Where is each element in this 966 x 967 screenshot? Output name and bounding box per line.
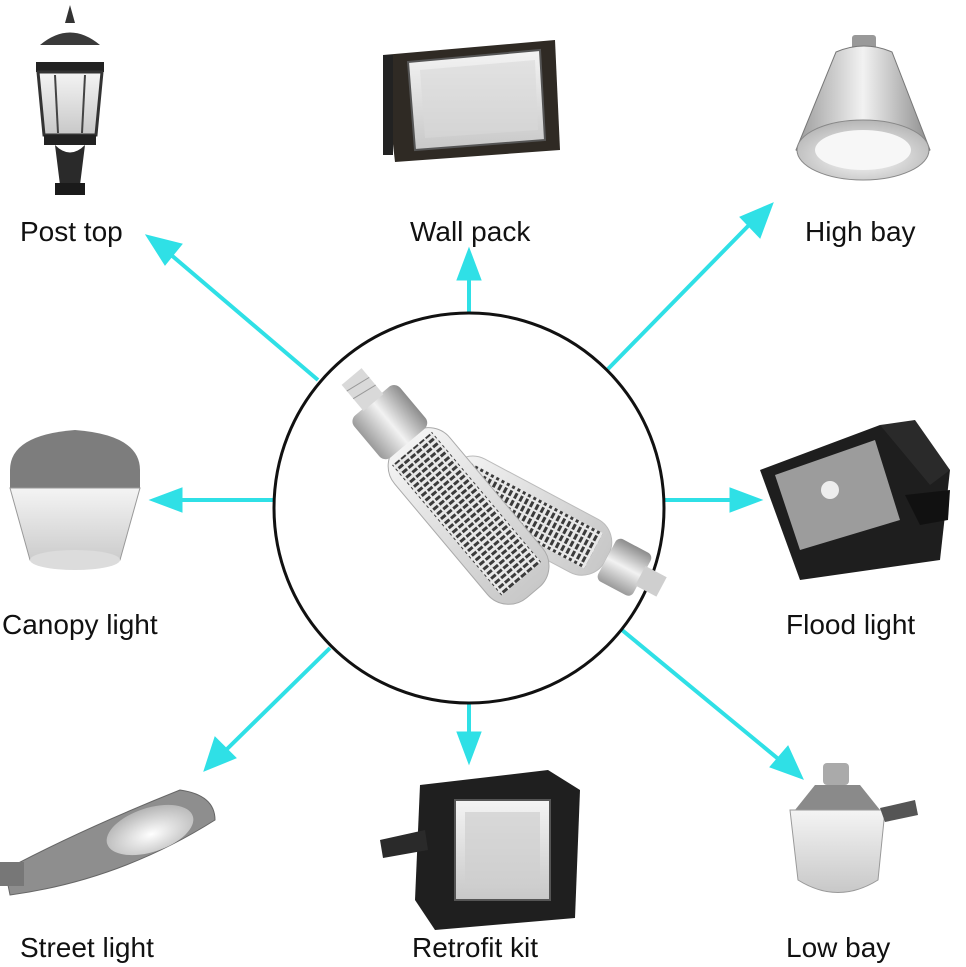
arrow-head-high-bay: [739, 202, 774, 239]
arrow-head-low-bay: [769, 745, 804, 780]
led-corn-bulb-icon: [272, 311, 667, 705]
high-bay-reflector-icon: [795, 35, 931, 181]
label-street-light: Street light: [20, 932, 154, 963]
street-light-icon: [0, 789, 216, 896]
flood-light-icon: [760, 420, 950, 580]
arrow-street: [222, 646, 332, 754]
arrow-head-flood: [729, 487, 764, 513]
label-post-top: Post top: [20, 216, 123, 247]
arrow-head-canopy: [148, 487, 183, 513]
arrow-high-bay: [606, 220, 754, 371]
retrofit-kit-icon: [380, 770, 580, 930]
arrow-head-street: [203, 736, 237, 772]
arrow-post-top: [168, 252, 320, 382]
post-top-lamp-icon: [36, 5, 104, 195]
label-wall-pack: Wall pack: [410, 216, 531, 247]
arrow-head-post-top: [144, 234, 183, 266]
arrow-head-wall-pack: [456, 246, 482, 281]
arrow-low-bay: [620, 628, 784, 764]
canopy-light-icon: [9, 430, 141, 570]
wall-pack-fixture-icon: [383, 40, 560, 162]
label-retrofit-kit: Retrofit kit: [412, 932, 539, 963]
label-flood-light: Flood light: [786, 609, 916, 640]
label-canopy-light: Canopy light: [2, 609, 158, 640]
label-high-bay: High bay: [805, 216, 916, 247]
low-bay-fixture-icon: [789, 763, 918, 893]
label-low-bay: Low bay: [786, 932, 891, 963]
arrow-head-retrofit: [456, 731, 482, 766]
arrows: [144, 202, 804, 780]
